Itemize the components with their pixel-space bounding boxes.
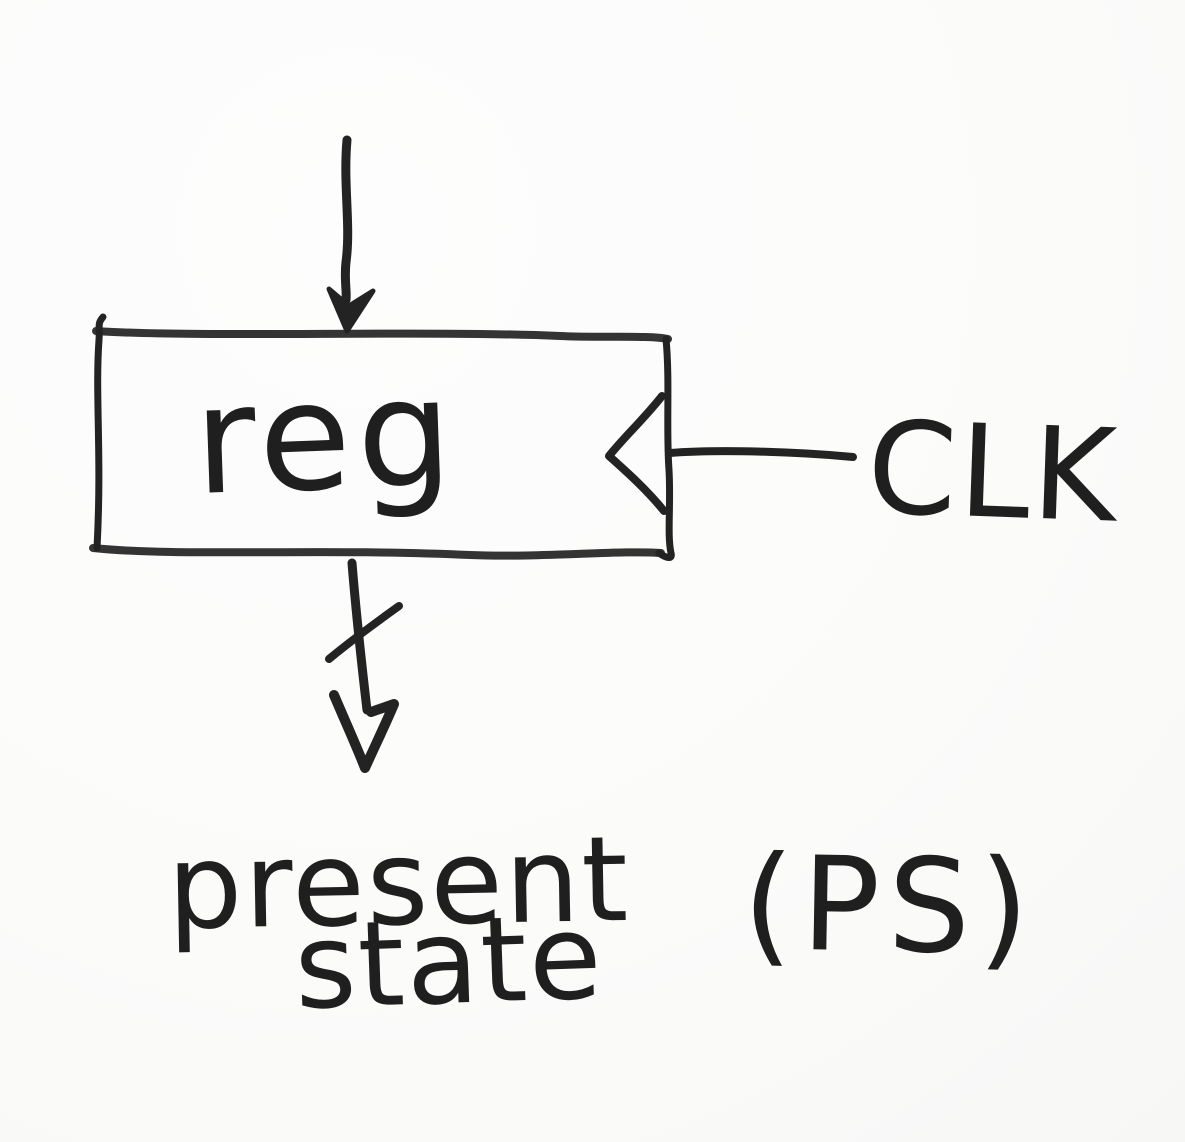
output-arrow — [325, 558, 403, 773]
present-state-abbrev: (PS) — [741, 827, 1038, 984]
bus-width-tick — [325, 602, 403, 663]
clock-label: CLK — [865, 394, 1122, 552]
register-label: reg — [191, 346, 461, 529]
present-state-line1: present — [166, 810, 631, 956]
clock-edge-wedge-icon — [605, 392, 668, 515]
present-state-caption: present state (PS) — [166, 810, 1038, 1036]
present-state-line2: state — [292, 887, 606, 1036]
register-box: reg — [89, 313, 675, 561]
clock-wire — [666, 447, 857, 461]
input-arrow — [326, 135, 376, 334]
